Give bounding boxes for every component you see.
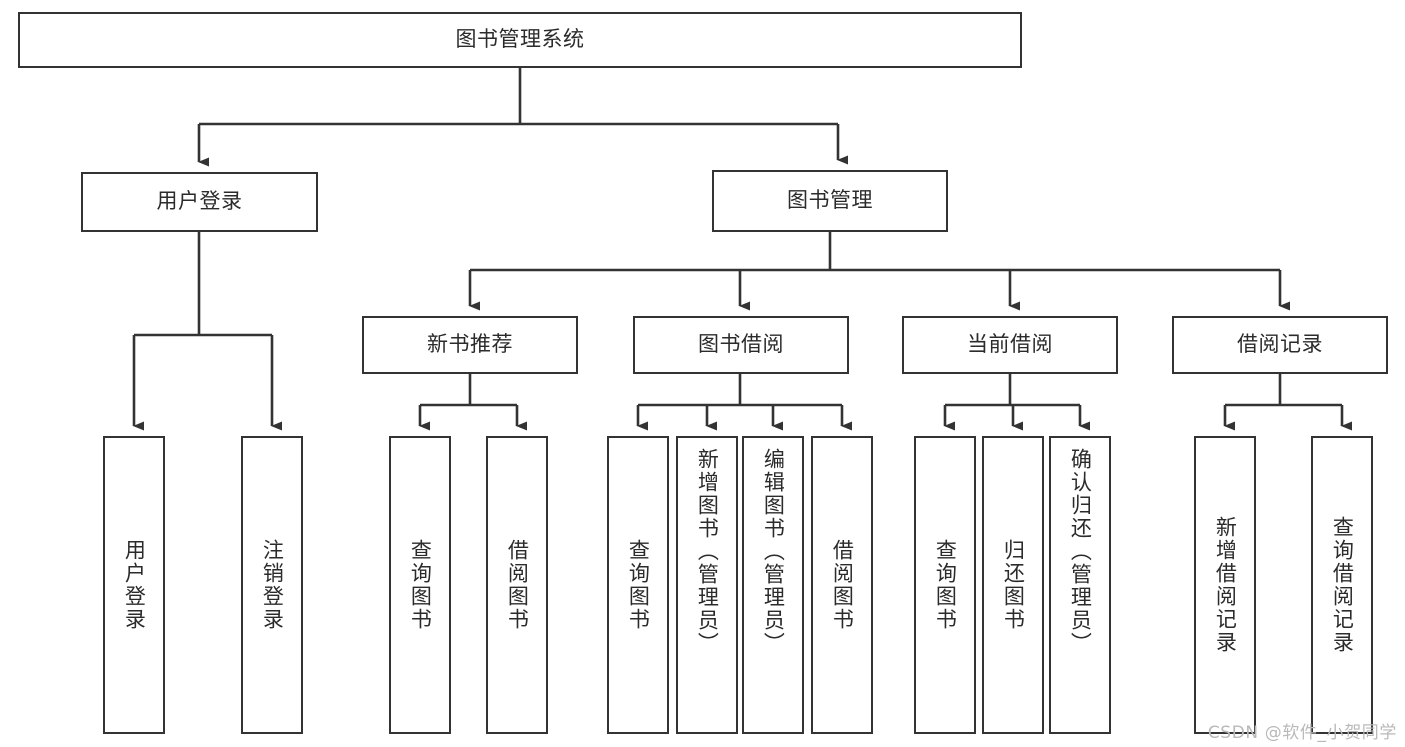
node-label: 借阅图书 <box>505 539 530 631</box>
node-label: 编辑图书（管理员） <box>761 448 786 655</box>
node-leaf-return-book[interactable]: 归还图书 <box>982 436 1044 734</box>
node-label: 注销登录 <box>260 539 285 631</box>
node-label: 当前借阅 <box>967 332 1053 357</box>
node-leaf-borrow-book[interactable]: 借阅图书 <box>811 436 873 734</box>
node-label: 归还图书 <box>1001 539 1026 631</box>
watermark: CSDN @软件_小贺同学 <box>1207 723 1397 743</box>
node-label: 用户登录 <box>122 539 147 631</box>
node-label: 查询图书 <box>408 539 433 631</box>
node-book-management[interactable]: 图书管理 <box>712 170 948 232</box>
node-leaf-query-book-borrow[interactable]: 查询图书 <box>607 436 669 734</box>
node-label: 新增借阅记录 <box>1213 516 1238 654</box>
node-label: 确认归还（管理员） <box>1068 448 1093 655</box>
node-current-borrowing[interactable]: 当前借阅 <box>902 316 1118 374</box>
node-leaf-query-book-recommend[interactable]: 查询图书 <box>389 436 451 734</box>
node-borrowing-records[interactable]: 借阅记录 <box>1172 316 1388 374</box>
node-label: 借阅记录 <box>1237 332 1323 357</box>
node-leaf-edit-book-admin[interactable]: 编辑图书（管理员） <box>742 436 804 734</box>
node-label: 新书推荐 <box>427 332 513 357</box>
node-new-book-recommendation[interactable]: 新书推荐 <box>362 316 578 374</box>
node-leaf-logout[interactable]: 注销登录 <box>241 436 303 734</box>
node-label: 用户登录 <box>156 189 243 214</box>
node-leaf-query-borrow-record[interactable]: 查询借阅记录 <box>1311 436 1373 734</box>
node-book-borrowing[interactable]: 图书借阅 <box>633 316 849 374</box>
node-leaf-user-login[interactable]: 用户登录 <box>103 436 165 734</box>
node-root-book-management-system[interactable]: 图书管理系统 <box>18 12 1022 68</box>
node-label: 图书管理系统 <box>455 27 585 52</box>
node-label: 新增图书（管理员） <box>695 448 720 655</box>
node-label: 查询借阅记录 <box>1330 516 1355 654</box>
node-label: 查询图书 <box>933 539 958 631</box>
node-leaf-confirm-return-admin[interactable]: 确认归还（管理员） <box>1049 436 1111 734</box>
node-leaf-add-book-admin[interactable]: 新增图书（管理员） <box>676 436 738 734</box>
node-label: 借阅图书 <box>830 539 855 631</box>
node-user-login[interactable]: 用户登录 <box>81 172 318 232</box>
node-leaf-add-borrow-record[interactable]: 新增借阅记录 <box>1194 436 1256 734</box>
node-label: 图书借阅 <box>698 332 784 357</box>
node-leaf-borrow-book-recommend[interactable]: 借阅图书 <box>486 436 548 734</box>
node-leaf-query-book-current[interactable]: 查询图书 <box>914 436 976 734</box>
node-label: 图书管理 <box>787 188 873 213</box>
node-label: 查询图书 <box>626 539 651 631</box>
